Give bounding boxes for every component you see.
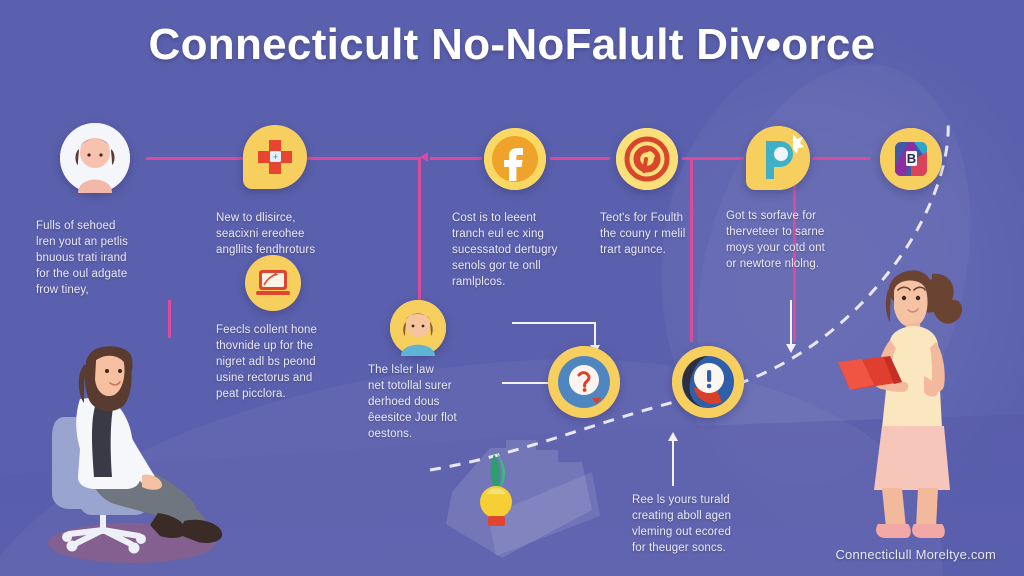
watermark: Connecticlull Moreltye.com — [835, 547, 996, 562]
white-arrow-top-h — [512, 322, 596, 324]
laptop-icon — [256, 270, 290, 295]
connector-2 — [300, 157, 420, 160]
node-question-badge[interactable] — [548, 346, 620, 418]
question-mark-icon — [548, 346, 620, 418]
svg-text:+: + — [273, 152, 278, 162]
white-arrow-mid-h — [502, 382, 564, 384]
connector-5-drop — [690, 157, 693, 342]
white-arrow-top-v — [594, 322, 596, 348]
letter-p-bubble-icon — [747, 125, 811, 190]
node-avatar-woman[interactable] — [60, 123, 130, 193]
connector-1 — [146, 157, 256, 160]
connector-3 — [430, 157, 482, 160]
node-alert-badge[interactable] — [672, 346, 744, 418]
node-laptop-badge[interactable] — [245, 255, 301, 311]
white-arrow-bottom-v — [672, 440, 674, 486]
standing-woman-illustration — [838, 270, 963, 538]
connector-4 — [550, 157, 610, 160]
svg-text:B: B — [907, 151, 916, 166]
seated-woman-illustration — [48, 346, 223, 563]
person-head-icon — [390, 300, 446, 356]
caption-records: Feecls collent hone thovnide up for the … — [216, 324, 317, 400]
white-arrowhead-right-down — [786, 344, 796, 353]
caption-state-law: The lsler law net totollal surer derhoed… — [368, 364, 457, 440]
connector-5 — [682, 157, 744, 160]
pinterest-spiral-icon — [616, 128, 678, 190]
caption-new-divorce: New to dlisirce, seacixni ereohee anglli… — [216, 212, 316, 256]
node-person-badge[interactable] — [390, 300, 446, 356]
node-facebook-coin[interactable] — [484, 128, 546, 190]
node-app-tile[interactable]: B — [880, 128, 942, 190]
caption-coverage: Got ts sorfave for therveteer to sarne m… — [726, 210, 825, 270]
app-tile-icon: B — [880, 128, 942, 190]
connector-arrow-left — [420, 152, 428, 162]
potted-plant-illustration — [446, 440, 600, 558]
exclamation-mark-icon — [672, 346, 744, 418]
cross-bubble-icon: + — [258, 140, 292, 174]
node-letter-p-bubble[interactable] — [746, 125, 811, 190]
connector-6-drop — [793, 157, 796, 342]
facebook-f-icon — [484, 128, 546, 190]
node-pinterest-coin[interactable] — [616, 128, 678, 190]
caption-fault: Teot's for Foulth the couny r melil trar… — [600, 212, 686, 256]
white-arrowhead-up — [668, 432, 678, 441]
white-arrow-right-v — [790, 300, 792, 346]
woman-portrait-icon — [60, 123, 130, 193]
page-title: Connecticult No-NoFalult Div•orce — [148, 20, 876, 69]
connector-intro-drop — [168, 300, 171, 338]
caption-intro: Fulls of sehoed lren yout an petlis bnuo… — [36, 220, 129, 296]
caption-cost: Cost is to leeent tranch eul ec xing suc… — [452, 212, 558, 288]
node-medical-cross[interactable]: + — [243, 125, 307, 189]
connector-2-drop — [418, 157, 421, 302]
caption-bottom: Ree ls yours turald creating aboll agen … — [632, 494, 732, 554]
connector-6 — [812, 157, 870, 160]
